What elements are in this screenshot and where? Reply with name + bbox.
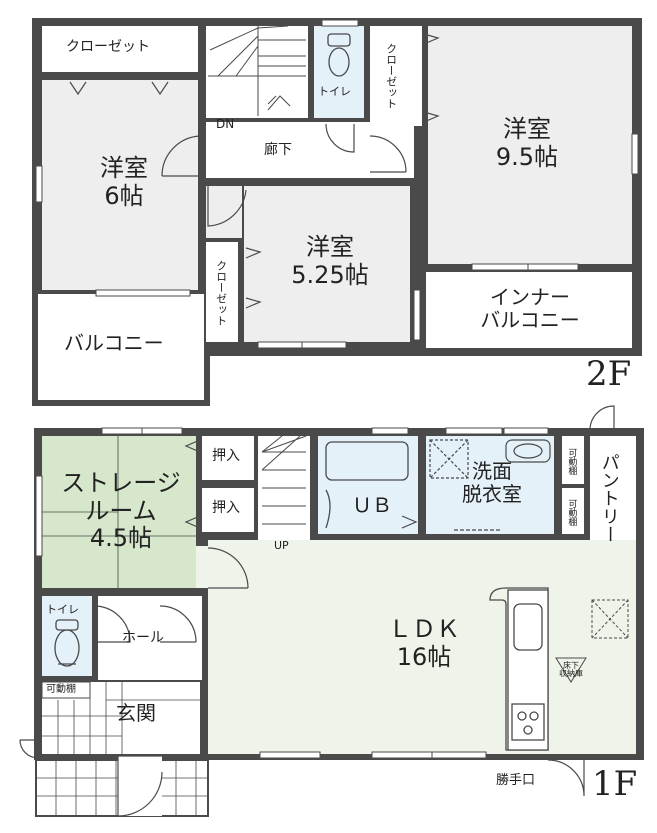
storage-room-line1: ストレージ [61, 469, 181, 497]
pantry-label: パントリー [598, 453, 620, 543]
underfloor-storage-line1: 床下 [563, 661, 579, 670]
western-525-label: 洋室 5.25帖 [280, 233, 380, 289]
ldk-room [208, 540, 636, 754]
western-6-label: 洋室 6帖 [84, 154, 164, 210]
ldk-name: ＬＤＫ [388, 615, 460, 643]
washroom-label: 洗面 脱衣室 [452, 460, 532, 506]
pantry [590, 436, 636, 540]
movable-shelf-entry-label: 可動棚 [46, 684, 76, 695]
western-95-name: 洋室 [503, 115, 551, 143]
western-525-room [244, 186, 410, 342]
toilet-1f-label: トイレ [46, 603, 79, 616]
closet-lower [202, 488, 254, 532]
unit-bath-label: ＵＢ [352, 493, 392, 517]
western-6-name: 洋室 [100, 154, 148, 182]
stair-area-2f [206, 26, 308, 118]
underfloor-storage-label: 床下 収納庫 [554, 661, 588, 679]
storage-room-size: 4.5帖 [89, 524, 153, 553]
unit-bath [318, 436, 418, 534]
floor-label-2f: 2F [586, 354, 632, 394]
western-95-room [428, 26, 632, 264]
stairs-dn-label: DN [216, 117, 235, 131]
hall-label: ホール [122, 630, 164, 646]
floor-label-1f: 1F [592, 764, 638, 804]
movable-shelf-2 [562, 488, 584, 534]
hall [98, 596, 202, 680]
western-6-room [42, 80, 198, 290]
hallway-label: 廊下 [264, 142, 292, 158]
closet-top [42, 26, 198, 72]
storage-room-line2: ルーム [85, 496, 157, 525]
movable-shelf-1-label: 可動棚 [566, 447, 577, 475]
closet-top-label: クローゼット [66, 39, 150, 55]
movable-shelf-2-label: 可動棚 [566, 498, 577, 526]
closet-left-vertical [206, 242, 238, 342]
western-525-size: 5.25帖 [291, 260, 369, 289]
back-door-label: 勝手口 [496, 773, 536, 788]
toilet-2f-label: トイレ [318, 85, 351, 98]
balcony-label: バルコニー [64, 331, 164, 355]
inner-balcony-area [426, 272, 632, 348]
ldk-size: 16帖 [396, 642, 452, 671]
inner-balcony-line2: バルコニー [480, 308, 580, 332]
toilet-1f [42, 596, 92, 676]
toilet-2f [314, 26, 364, 118]
western-525-name: 洋室 [306, 233, 354, 261]
washroom-line1: 洗面 [472, 459, 512, 483]
closet-upper [202, 436, 254, 480]
closet-right-vertical [370, 26, 422, 126]
balcony-area [38, 294, 204, 400]
western-6-size: 6帖 [104, 181, 144, 210]
ldk-label: ＬＤＫ 16帖 [376, 615, 472, 671]
inner-balcony-label: インナー バルコニー [470, 286, 590, 332]
closet-lower-label: 押入 [212, 500, 240, 516]
second-floor [32, 18, 642, 406]
storage-room-label: ストレージ ルーム 4.5帖 [46, 469, 196, 553]
closet-upper-label: 押入 [212, 448, 240, 464]
underfloor-storage-line2: 収納庫 [559, 669, 583, 679]
stairs-up-label: UP [274, 539, 289, 552]
washroom [426, 436, 554, 534]
western-95-size: 9.5帖 [495, 142, 559, 171]
closet-right-label: クローゼット [384, 43, 398, 109]
western-95-label: 洋室 9.5帖 [484, 115, 570, 171]
closet-left-label: クローゼット [214, 260, 228, 326]
movable-shelf-1 [562, 436, 584, 484]
washroom-line2: 脱衣室 [462, 482, 522, 506]
hallway [206, 122, 414, 178]
first-floor [19, 405, 644, 817]
entrance-label: 玄関 [116, 701, 156, 725]
inner-balcony-line1: インナー [490, 285, 570, 309]
